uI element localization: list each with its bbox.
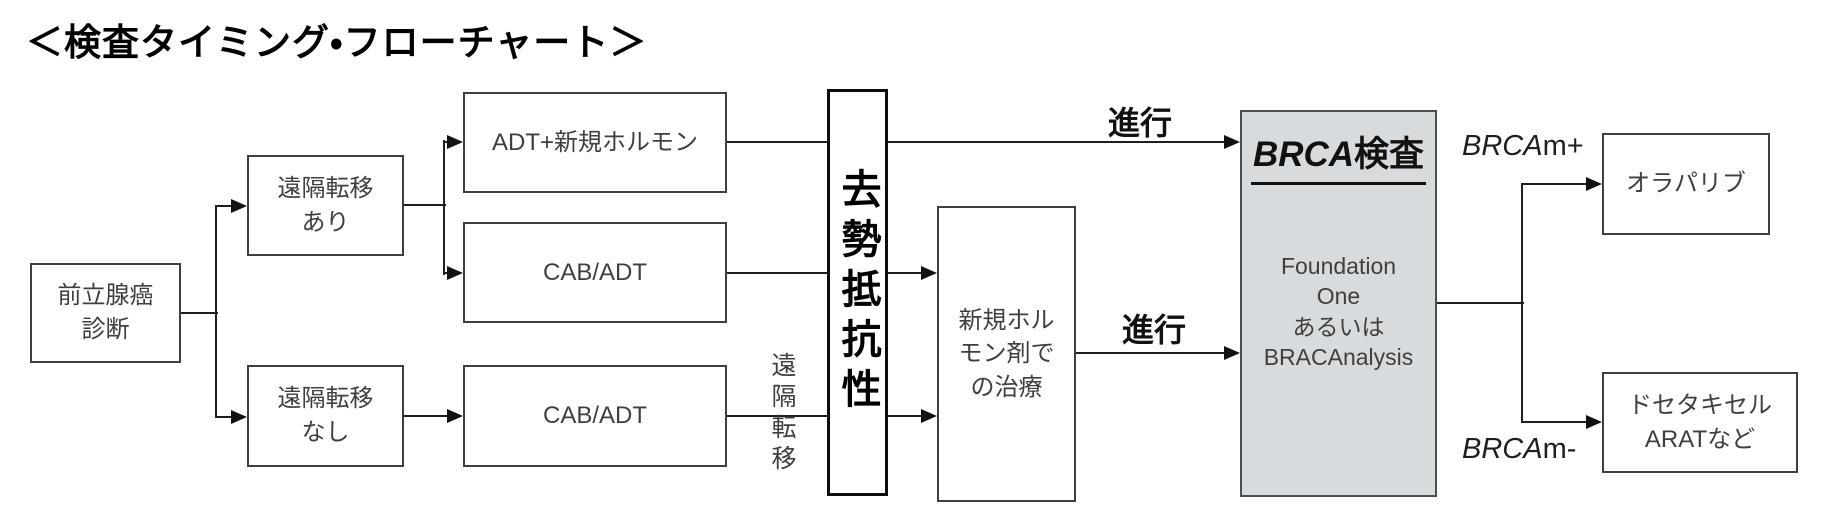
brca-test-methods: Foundation One あるいは BRACAnalysis xyxy=(1263,253,1414,371)
node-distant-metastasis-absent: 遠隔転移 なし xyxy=(247,365,404,467)
brcam-negative-suffix: m- xyxy=(1542,433,1577,465)
node-olaparib: オラパリブ xyxy=(1602,133,1770,235)
node-cab-adt-lower: CAB/ADT xyxy=(463,365,727,467)
castration-resistance-vertical-text: 去勢抵抗性 xyxy=(835,167,880,418)
node-docetaxel-arat: ドセタキセル ARATなど xyxy=(1602,372,1798,473)
node-cab-adt-upper: CAB/ADT xyxy=(463,222,727,323)
page-title: ＜検査タイミング・フローチャート＞ xyxy=(26,23,648,64)
label-progression-mid: 進行 xyxy=(1122,312,1187,348)
node-castration-resistance: 去勢抵抗性 xyxy=(827,89,888,496)
label-brcam-positive: BRCAm+ xyxy=(1462,130,1584,163)
label-progression-top: 進行 xyxy=(1108,105,1173,141)
node-brca-test: BRCA検査 Foundation One あるいは BRACAnalysis xyxy=(1240,110,1437,497)
brcam-positive-gene: BRCA xyxy=(1462,130,1543,162)
label-distant-metastasis-vertical: 遠隔転移 xyxy=(768,352,796,476)
brcam-positive-suffix: m+ xyxy=(1542,130,1584,162)
brca-test-suffix: 検査 xyxy=(1354,135,1425,174)
node-new-hormone-treatment: 新規ホル モン剤で の治療 xyxy=(937,206,1076,502)
brca-test-heading: BRCA検査 xyxy=(1250,130,1427,185)
node-distant-metastasis-present: 遠隔転移 あり xyxy=(247,155,404,256)
brca-gene-name: BRCA xyxy=(1252,135,1355,174)
node-adt-plus-new-hormone: ADT+新規ホルモン xyxy=(463,92,727,193)
node-prostate-cancer-diagnosis: 前立腺癌 診断 xyxy=(30,263,181,363)
brcam-negative-gene: BRCA xyxy=(1462,433,1543,465)
label-brcam-negative: BRCAm- xyxy=(1462,433,1576,466)
